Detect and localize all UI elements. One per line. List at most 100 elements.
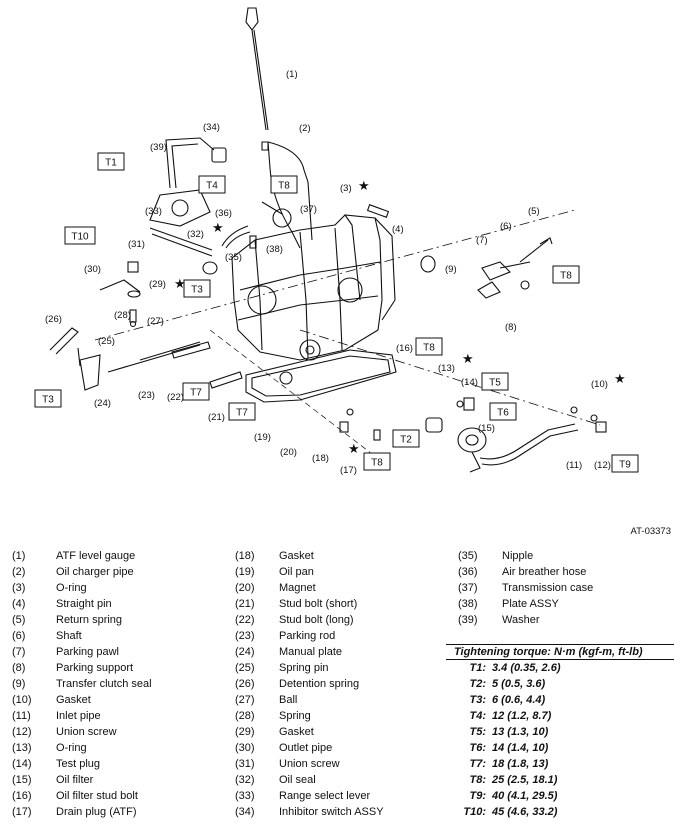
legend-part-name: Stud bolt (short) [279,598,358,610]
legend-number: (10) [12,694,32,706]
legend-part-name: Inhibitor switch ASSY [279,806,384,818]
legend-number: (30) [235,742,255,754]
legend-number: (15) [12,774,32,786]
legend-number: (4) [12,598,26,610]
torque-tag-box-t8 [270,175,298,194]
legend-part-name: Plate ASSY [502,598,559,610]
callout-1: (1) [286,69,298,80]
torque-tag-t1: T1 [105,158,117,169]
torque-key: T5: [469,726,487,738]
torque-key: T7: [469,758,487,770]
callout-16: (16) [396,343,413,354]
star-markers: ★★★★★★ [174,178,626,456]
legend-number: (26) [235,678,255,690]
legend-number: (38) [458,598,478,610]
torque-tag-t10: T10 [71,232,89,243]
legend-row: (8)Parking support [0,660,152,676]
callout-39: (39) [150,142,167,153]
tightening-torque-table: Tightening torque: N·m (kgf-m, ft-lb) T1… [446,644,674,820]
legend-part-name: Spring pin [279,662,329,674]
legend-number: (14) [12,758,32,770]
torque-value: 40 (4.1, 29.5) [492,790,558,802]
legend-row: (3)O-ring [0,580,152,596]
legend-row: (14) Test plug [0,756,152,772]
legend-number: (24) [235,646,255,658]
callout-21: (21) [208,412,225,423]
exploded-transmission-diagram: (1)(2)(3)(4)(5)(6)(7)(8)(9)(10)(11)(12)(… [34,7,639,476]
legend-part-name: Transfer clutch seal [56,678,152,690]
callout-34: (34) [203,122,220,133]
legend-row: (36) Air breather hose [446,564,593,580]
callout-9: (9) [445,264,457,275]
legend-row: (6)Shaft [0,628,152,644]
legend-row: (18)Gasket [223,548,384,564]
torque-tag-box-t1 [97,152,125,171]
callout-11: (11) [566,460,582,471]
torque-tag-box-t5 [481,372,509,391]
callout-12: (12) [594,460,611,471]
legend-number: (13) [12,742,32,754]
callout-26: (26) [45,314,62,325]
legend-number: (12) [12,726,32,738]
torque-row: T6:14 (1.4, 10) [446,740,674,756]
torque-row: T3:6 (0.6, 4.4) [446,692,674,708]
callout-18: (18) [312,453,329,464]
legend-part-name: Parking support [56,662,134,674]
legend-number: (34) [235,806,255,818]
legend-number: (21) [235,598,255,610]
legend-number: (3) [12,582,26,594]
star-marker-icon: ★ [212,220,224,235]
legend-number: (1) [12,550,26,562]
parts-legend-col-1: (1)ATF level gauge(2)Oil charger pipe(3)… [0,548,152,820]
legend-row: (7)Parking pawl [0,644,152,660]
star-marker-icon: ★ [174,276,186,291]
legend-number: (6) [12,630,26,642]
legend-row: (2) Oil charger pipe [0,564,152,580]
star-marker-icon: ★ [348,441,360,456]
legend-part-name: Return spring [56,614,123,626]
torque-value: 18 (1.8, 13) [492,758,549,770]
legend-part-name: Ball [279,694,298,706]
legend-number: (36) [458,566,478,578]
torque-tag-t8: T8 [423,343,435,354]
callout-20: (20) [280,447,297,458]
torque-tag-t5: T5 [489,378,501,389]
legend-part-name: Detention spring [279,678,360,690]
torque-tag-t3: T3 [42,395,54,406]
legend-part-name: Gasket [56,694,91,706]
torque-row: T4:12 (1.2, 8.7) [446,708,674,724]
torque-row: T9:40 (4.1, 29.5) [446,788,674,804]
legend-part-name: Manual plate [279,646,342,658]
callout-2: (2) [299,123,311,134]
torque-tag-t8: T8 [278,181,290,192]
legend-part-name: Range select lever [279,790,371,802]
torque-tag-box-t8 [552,265,580,284]
legend-row: (31)Union screw [223,756,384,772]
torque-key: T4: [469,710,487,722]
legend-number: (23) [235,630,255,642]
torque-row: T1:3.4 (0.35, 2.6) [446,660,674,676]
legend-row: (22)Stud bolt (long) [223,612,384,628]
legend-number: (19) [235,566,255,578]
callout-13: (13) [438,363,455,374]
callout-25: (25) [98,336,115,347]
callout-23: (23) [138,390,155,401]
torque-tag-t7: T7 [236,408,248,419]
legend-part-name: Oil charger pipe [56,566,134,578]
legend-number: (2) [12,566,26,578]
torque-tag-box-t8 [363,452,391,471]
torque-key: T1: [469,662,487,674]
torque-row: T5:13 (1.3, 10) [446,724,674,740]
torque-value: 6 (0.6, 4.4) [492,694,546,706]
legend-row: (21) Stud bolt (short) [223,596,384,612]
callout-labels: (1)(2)(3)(4)(5)(6)(7)(8)(9)(10)(11)(12)(… [45,69,611,476]
legend-part-name: Drain plug (ATF) [56,806,137,818]
torque-row: T8:25 (2.5, 18.1) [446,772,674,788]
legend-part-name: Test plug [56,758,101,770]
legend-part-name: Air breather hose [502,566,587,578]
legend-part-name: Nipple [502,550,534,562]
legend-number: (5) [12,614,26,626]
callout-35: (35) [225,252,242,263]
torque-tag-t9: T9 [619,460,631,471]
